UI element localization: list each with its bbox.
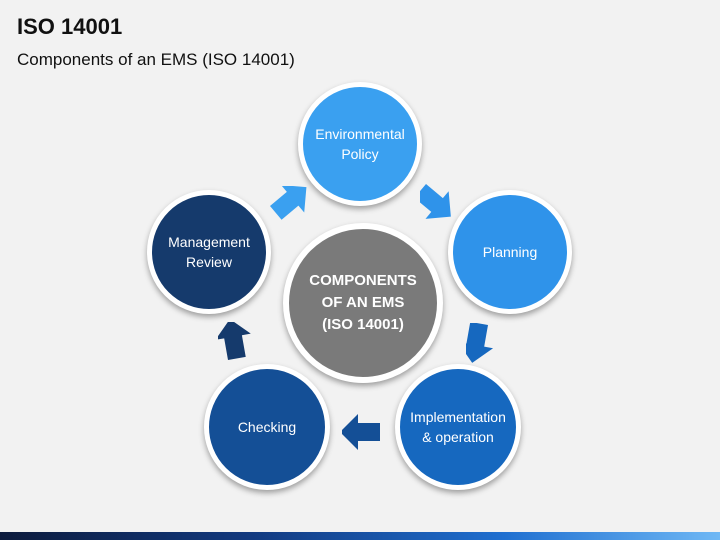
node-label-line: & operation: [422, 429, 494, 445]
node-label-line: Policy: [341, 146, 379, 162]
center-circle: COMPONENTS OF AN EMS (ISO 14001): [283, 223, 443, 383]
node-planning: Planning: [448, 190, 572, 314]
arrow-implementation-to-checking-icon: [342, 412, 382, 452]
node-management-review: Management Review: [147, 190, 271, 314]
node-checking: Checking: [204, 364, 330, 490]
node-implementation-operation: Implementation & operation: [395, 364, 521, 490]
center-label-line: OF AN EMS: [321, 294, 405, 311]
node-label-line: Management: [168, 234, 250, 250]
arrow-policy-to-planning-icon: [420, 180, 460, 220]
page-title: ISO 14001: [17, 14, 123, 39]
arrow-checking-to-review-icon: [218, 322, 258, 362]
node-environmental-policy: Environmental Policy: [298, 82, 422, 206]
node-label-line: Implementation: [410, 409, 506, 425]
node-label-line: Checking: [237, 419, 297, 435]
node-label-line: Review: [186, 254, 232, 270]
center-label-line: COMPONENTS: [309, 272, 417, 289]
arrow-planning-to-implementation-icon: [466, 323, 506, 363]
node-label-line: Planning: [482, 244, 538, 260]
node-label-line: Environmental: [315, 126, 405, 142]
page-subtitle: Components of an EMS (ISO 14001): [17, 50, 295, 69]
bottom-accent-bar: [0, 532, 720, 540]
center-label-line: (ISO 14001): [322, 316, 404, 333]
arrow-review-to-policy-icon: [268, 186, 308, 226]
